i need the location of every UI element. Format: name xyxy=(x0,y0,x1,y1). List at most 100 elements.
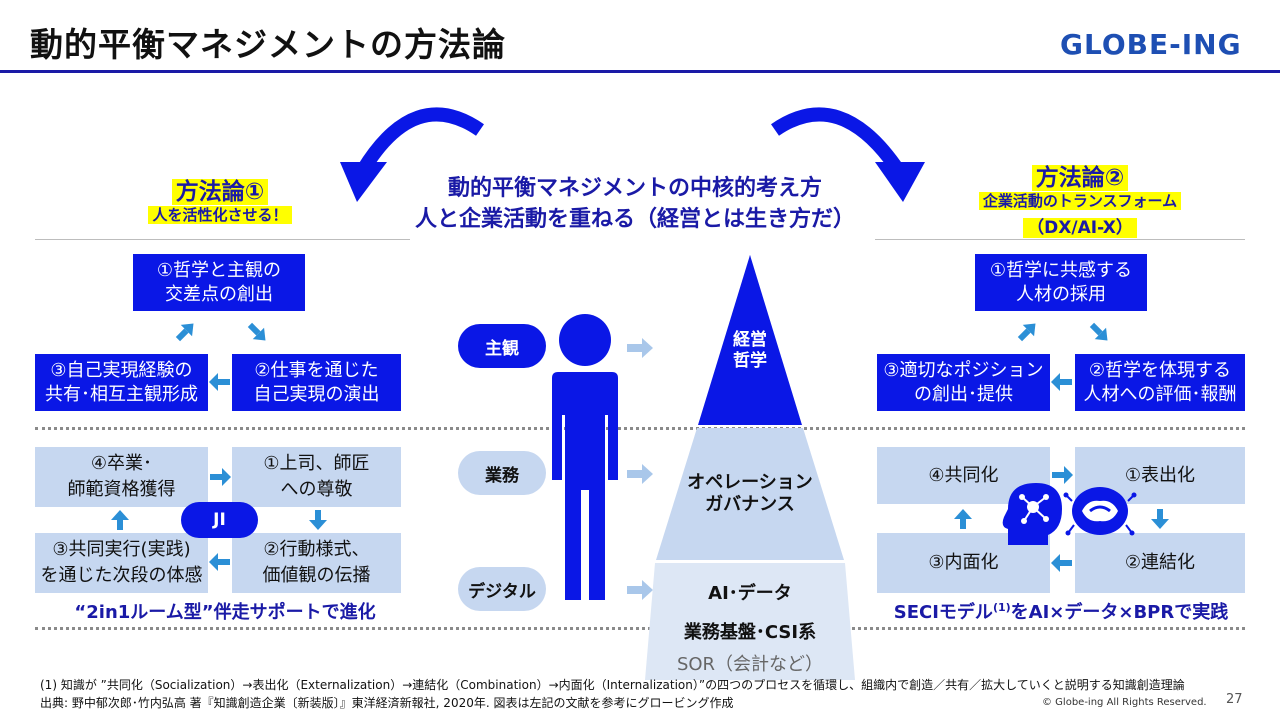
arrow-left-icon xyxy=(1051,554,1072,572)
box-line: ③自己実現経験の xyxy=(50,359,193,381)
box-line: への尊敬 xyxy=(280,479,353,500)
right-top-arrows xyxy=(1017,322,1108,342)
method2-subtitle: 企業活動のトランスフォーム xyxy=(978,192,1182,210)
core-concept-heading: 動的平衡マネジメントの中核的考え方 xyxy=(447,176,822,201)
person-icon xyxy=(552,314,618,600)
box-line: ③共同実行(実践) xyxy=(52,539,191,560)
left-separator xyxy=(35,239,410,240)
arrow-right-icon xyxy=(627,338,653,358)
left-lower-box-4: ④卒業･ 師範資格獲得 xyxy=(35,447,208,507)
method2-subtitle2-wrap: （DX/AI-X） xyxy=(940,213,1220,238)
ai-brain-icons xyxy=(1002,483,1137,545)
ji-pill: JI xyxy=(181,502,258,538)
footnote-source: 出典: 野中郁次郎･竹内弘高 著『知識創造企業〔新装版〕』東洋経済新報社, 20… xyxy=(40,696,734,710)
arrow-left-icon xyxy=(209,553,230,571)
dotted-divider-1 xyxy=(35,427,1245,430)
level-digital: デジタル xyxy=(458,567,546,611)
box-line: ①哲学と主観の xyxy=(156,259,282,281)
arrow-left-icon xyxy=(1051,373,1072,391)
left-top-arrows xyxy=(175,322,266,342)
method2-caption: SECIモデル(1)をAI×データ×BPRで実践 xyxy=(876,598,1246,624)
box-line: の創出･提供 xyxy=(914,383,1013,405)
arrow-left-icon xyxy=(209,373,230,391)
left-curved-arrowhead xyxy=(340,162,387,202)
arrow-up-right-icon xyxy=(1017,323,1036,342)
left-lower-box-2: ②行動様式、 価値観の伝播 xyxy=(232,533,401,593)
seci-caption-pre: SECIモデル xyxy=(893,602,993,623)
left-lower-box-3: ③共同実行(実践) を通じた次段の体感 xyxy=(35,533,208,593)
box-line: 人材の採用 xyxy=(1016,283,1106,305)
page-number: 27 xyxy=(1226,692,1243,707)
pyramid-bottom-label-3: SOR（会計など） xyxy=(676,654,824,675)
method1-title: 方法論① xyxy=(171,179,269,205)
left-cycle-box-1: ①哲学と主観の 交差点の創出 xyxy=(133,254,305,311)
level-business: 業務 xyxy=(458,451,546,495)
box-line: 交差点の創出 xyxy=(165,283,273,305)
left-curved-arrow xyxy=(357,107,484,174)
box-line: ②仕事を通じた xyxy=(254,359,379,381)
box-line: 共有･相互主観形成 xyxy=(45,383,198,405)
method1-title-wrap: 方法論① xyxy=(110,172,330,206)
dotted-divider-2 xyxy=(35,627,1245,630)
right-cycle-box-3: ③適切なポジション の創出･提供 xyxy=(877,354,1050,411)
left-cycle-box-2: ②仕事を通じた 自己実現の演出 xyxy=(232,354,401,411)
arrow-up-icon xyxy=(111,510,129,530)
box-line: ①上司、師匠 xyxy=(263,453,370,474)
box-line: を通じた次段の体感 xyxy=(40,565,203,586)
right-separator xyxy=(875,239,1245,240)
pyramid-middle-label: オペレーション ガバナンス xyxy=(670,472,830,516)
company-logo: GLOBE-ING xyxy=(1060,28,1242,61)
method2-subtitle-wrap: 企業活動のトランスフォーム xyxy=(940,190,1220,211)
pyramid-top-line: 経営 xyxy=(733,330,767,350)
box-line: ②行動様式、 xyxy=(263,539,370,560)
pyramid-top-line: 哲学 xyxy=(733,351,767,371)
footnote-1: (1) 知識が ”共同化（Socialization）→表出化（External… xyxy=(40,678,1185,692)
box-line: ④卒業･ xyxy=(90,453,153,474)
pyramid-mid-line: ガバナンス xyxy=(705,494,795,515)
pyramid-top xyxy=(698,255,802,425)
pyramid-mid-line: オペレーション xyxy=(687,472,813,493)
arrow-down-right-icon xyxy=(247,322,266,341)
box-line: 師範資格獲得 xyxy=(67,479,176,500)
arrow-right-icon xyxy=(210,468,231,486)
right-cycle-box-1: ①哲学に共感する 人材の採用 xyxy=(975,254,1147,311)
arrow-down-right-icon xyxy=(1089,322,1108,341)
page-title: 動的平衡マネジメントの方法論 xyxy=(30,25,506,64)
pyramid-top-label: 経営 哲学 xyxy=(700,330,800,372)
box-line: 人材への評価･報酬 xyxy=(1083,383,1237,405)
seci-caption-footnote: (1) xyxy=(992,601,1011,614)
right-curved-arrow xyxy=(771,107,904,174)
pyramid-bottom-label-1: AI･データ xyxy=(708,583,792,604)
method2-title-wrap: 方法論② xyxy=(940,158,1220,192)
right-cycle-box-2: ②哲学を体現する 人材への評価･報酬 xyxy=(1075,354,1245,411)
method2-title: 方法論② xyxy=(1031,165,1129,191)
arrow-down-icon xyxy=(309,510,327,530)
brain-circuit-icon xyxy=(1063,487,1137,536)
arrow-up-icon xyxy=(954,509,972,529)
method2-subtitle-2: （DX/AI-X） xyxy=(1023,218,1137,238)
box-line: ③適切なポジション xyxy=(883,359,1044,381)
seci-caption-post: をAI×データ×BPRで実践 xyxy=(1010,602,1229,623)
arrow-right-icon xyxy=(627,464,653,484)
arrow-up-right-icon xyxy=(175,323,194,342)
pyramid-middle xyxy=(656,428,844,560)
method1-subtitle: 人を活性化させる！ xyxy=(148,206,292,224)
right-curved-arrowhead xyxy=(875,162,925,202)
box-line: 自己実現の演出 xyxy=(253,383,380,405)
arrow-down-icon xyxy=(1151,509,1169,529)
copyright: © Globe-ing All Rights Reserved. xyxy=(1042,697,1207,708)
method1-subtitle-wrap: 人を活性化させる！ xyxy=(110,204,330,225)
pyramid-bottom-label-2: 業務基盤･CSI系 xyxy=(683,622,817,643)
curved-arrows xyxy=(340,107,925,202)
pyramid xyxy=(645,255,855,680)
core-concept-subheading: 人と企業活動を重ねる（経営とは生き方だ） xyxy=(414,207,855,232)
ai-head-icon xyxy=(1002,483,1062,545)
left-lower-box-1: ①上司、師匠 への尊敬 xyxy=(232,447,401,507)
box-line: ②哲学を体現する xyxy=(1088,359,1232,381)
method1-caption: “2in1ルーム型”伴走サポートで進化 xyxy=(74,602,376,623)
left-cycle-box-3: ③自己実現経験の 共有･相互主観形成 xyxy=(35,354,208,411)
box-line: 価値観の伝播 xyxy=(262,565,371,586)
box-line: ①哲学に共感する xyxy=(989,259,1133,281)
header-divider xyxy=(0,70,1280,73)
seci-combination-box: ②連結化 xyxy=(1075,533,1245,593)
